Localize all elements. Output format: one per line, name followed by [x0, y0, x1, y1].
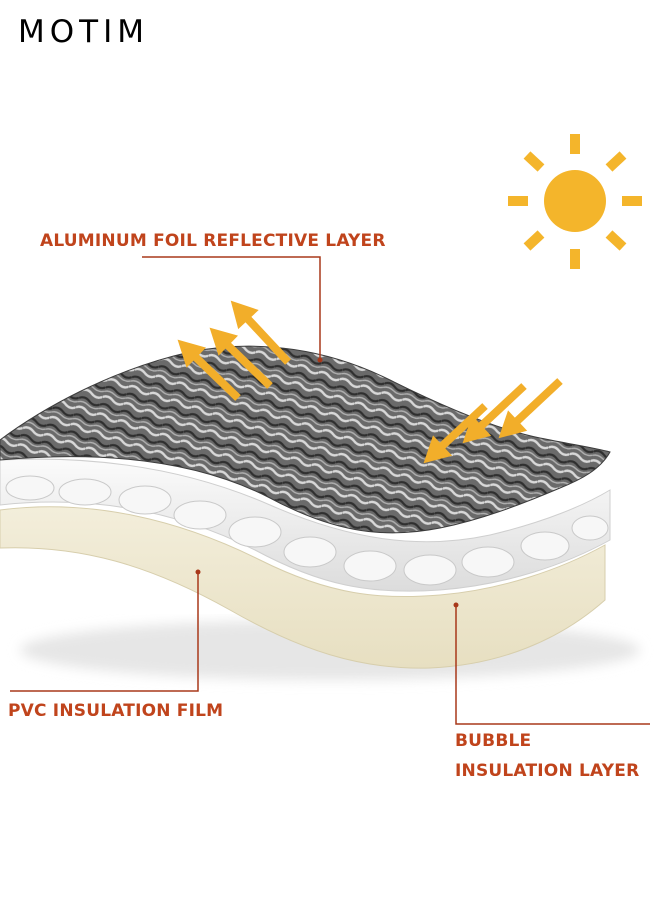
bubbles	[5, 475, 609, 586]
sun-icon	[508, 134, 642, 269]
leader-dots	[195, 357, 459, 608]
arrow-icon	[498, 378, 563, 439]
foil-layer-label: ALUMINUM FOIL REFLECTIVE LAYER	[40, 231, 386, 251]
pvc-leader-line	[10, 572, 199, 692]
arrow-icon	[177, 339, 241, 401]
arrow-icon	[423, 403, 488, 464]
arrow-icon	[209, 327, 273, 389]
reflected-arrows	[177, 300, 291, 401]
bubble-layer-label: BUBBLE INSULATION LAYER	[455, 731, 640, 781]
brand-logo: MOTIM	[18, 14, 149, 50]
foil-leader-line	[142, 256, 321, 360]
pvc-film-layer	[0, 506, 606, 669]
incoming-arrows	[423, 378, 563, 464]
leader-lines	[10, 256, 650, 725]
arrow-icon	[230, 300, 291, 365]
bubble-leader-line	[455, 605, 650, 725]
arrow-icon	[462, 383, 527, 444]
pvc-film-label: PVC INSULATION FILM	[8, 701, 224, 721]
